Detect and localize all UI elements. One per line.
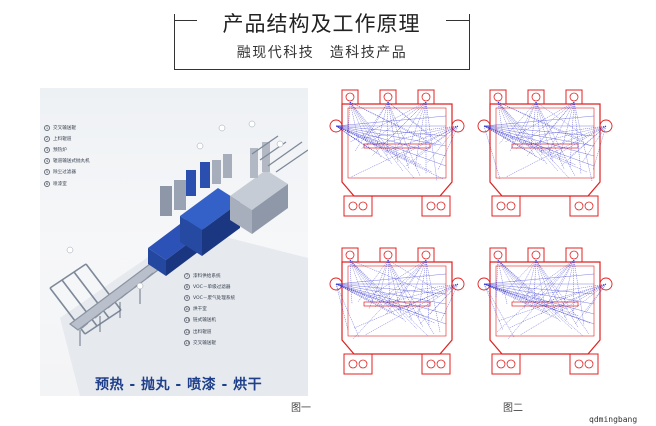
trajectory-diagram-grid [329,89,613,375]
watermark: qdmingbang [589,415,638,424]
floor-shadow [60,228,308,396]
page-title: 产品结构及工作原理 [222,12,421,36]
trajectory-diagram-1 [329,89,465,217]
trajectory-diagram-3 [329,247,465,375]
figure-1-label: 图一 [291,403,311,414]
page-subtitle: 融现代科技 造科技产品 [236,45,408,61]
title-rule-left [174,20,197,21]
figure-2-trajectory-diagrams [328,86,614,392]
title-frame [174,14,470,70]
drying-oven-and-out-conveyor [251,135,308,173]
dust-collector [160,154,232,216]
title-rule-right [446,20,470,21]
table-legs [79,288,141,346]
callout-markers [66,120,284,290]
trajectory-diagram-2 [477,89,613,217]
figure-2-label: 图二 [503,403,523,414]
paint-booth [230,142,288,234]
trajectory-diagram-4 [477,247,613,375]
process-caption: 预热 - 抛丸 - 喷漆 - 烘干 [95,377,263,393]
production-line-illustration [49,120,308,396]
